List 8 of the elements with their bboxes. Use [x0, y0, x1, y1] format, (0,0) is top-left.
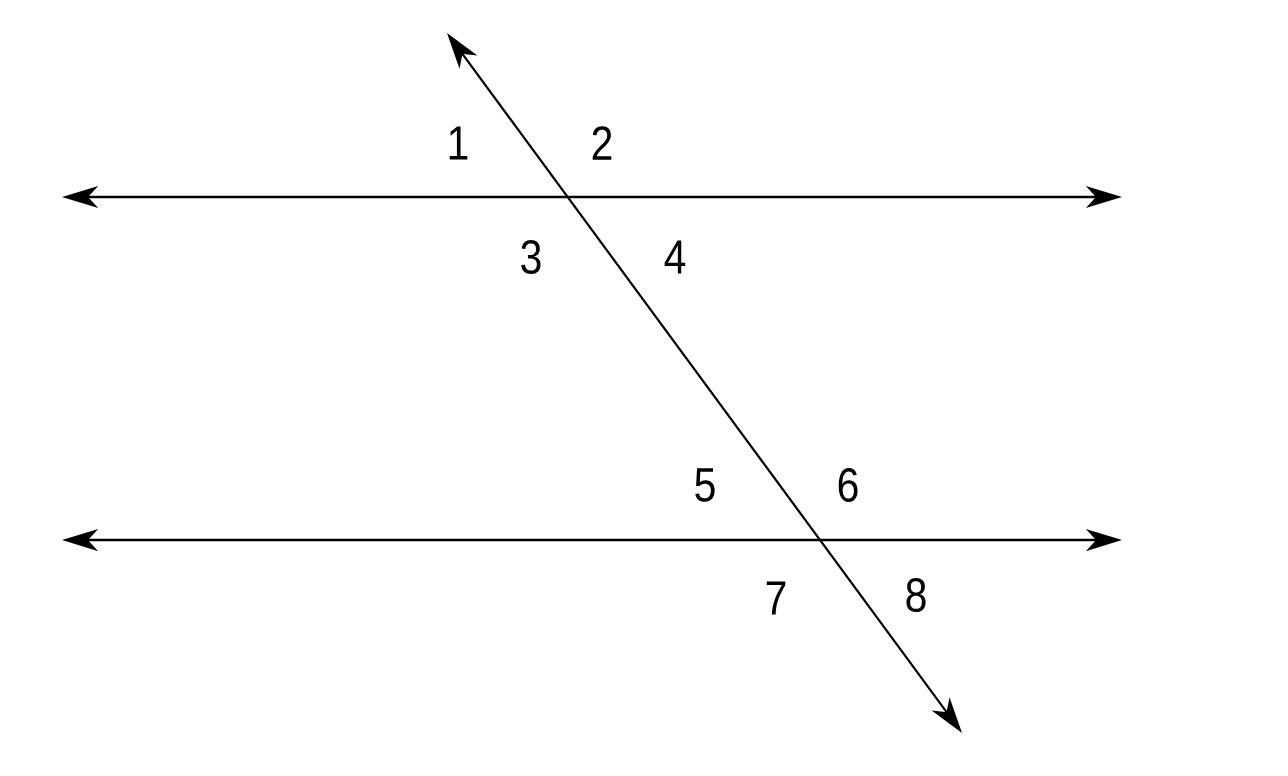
angle-number: 7	[766, 581, 786, 615]
angle-number: 6	[838, 468, 858, 502]
angle-number: 5	[695, 468, 715, 502]
angle-number: 1	[449, 126, 468, 160]
angle-number: 8	[906, 578, 926, 612]
angle-number: 2	[592, 126, 612, 160]
angle-number: 3	[521, 240, 541, 274]
angle-number: 4	[664, 240, 686, 274]
